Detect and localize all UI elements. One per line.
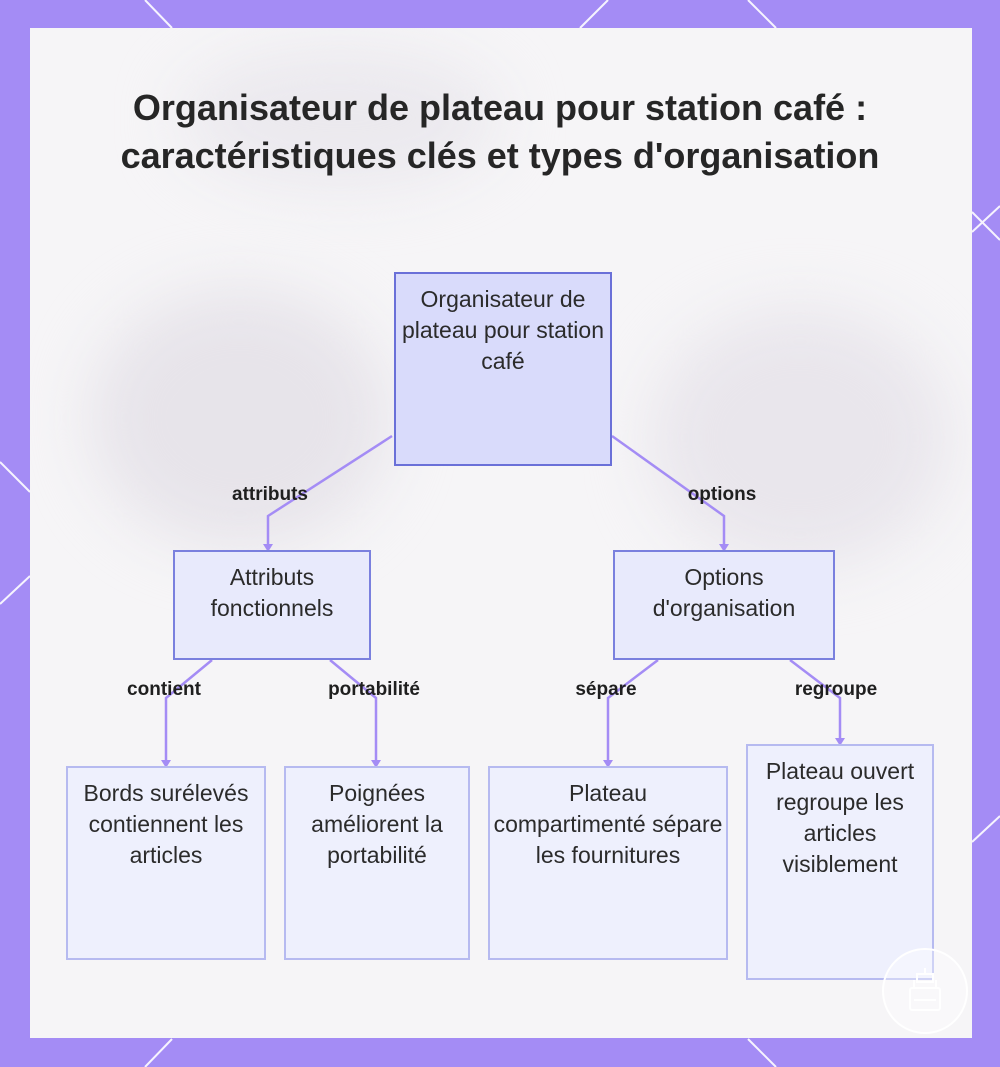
arrowhead <box>603 760 613 768</box>
node-attributes: Attributs fonctionnels <box>173 550 371 660</box>
edge-label-regroupe: regroupe <box>794 679 878 700</box>
edge-options <box>611 434 726 548</box>
arrowhead <box>263 544 273 552</box>
diagram-panel: Organisateur de plateau pour station caf… <box>30 28 972 1038</box>
edge-portabilite <box>329 659 378 764</box>
edge-separe <box>606 659 659 764</box>
node-root: Organisateur de plateau pour station caf… <box>394 272 612 466</box>
arrowhead <box>835 738 845 746</box>
arrowhead <box>371 760 381 768</box>
coffee-station-icon <box>882 948 968 1034</box>
edge-label-attributs: attributs <box>232 484 308 505</box>
edge-label-options: options <box>687 484 757 505</box>
edge-regroupe <box>789 659 842 742</box>
edge-attributs <box>266 434 393 548</box>
edge-label-separe: sépare <box>575 679 637 700</box>
edge-contient <box>164 659 213 764</box>
node-compartment: Plateau compartimenté sépare les fournit… <box>488 766 728 960</box>
edge-label-portabilite: portabilité <box>328 679 420 700</box>
node-open-tray: Plateau ouvert regroupe les articles vis… <box>746 744 934 980</box>
background-blur <box>90 288 390 548</box>
edge-label-contient: contient <box>127 679 201 700</box>
background-blur <box>650 308 950 568</box>
connector-lines <box>161 434 845 768</box>
arrowhead <box>161 760 171 768</box>
arrowhead <box>719 544 729 552</box>
node-handles: Poignées améliorent la portabilité <box>284 766 470 960</box>
node-options: Options d'organisation <box>613 550 835 660</box>
background-blur <box>180 48 500 188</box>
diagram-title: Organisateur de plateau pour station caf… <box>120 87 880 176</box>
node-raised-edges: Bords surélevés contiennent les articles <box>66 766 266 960</box>
